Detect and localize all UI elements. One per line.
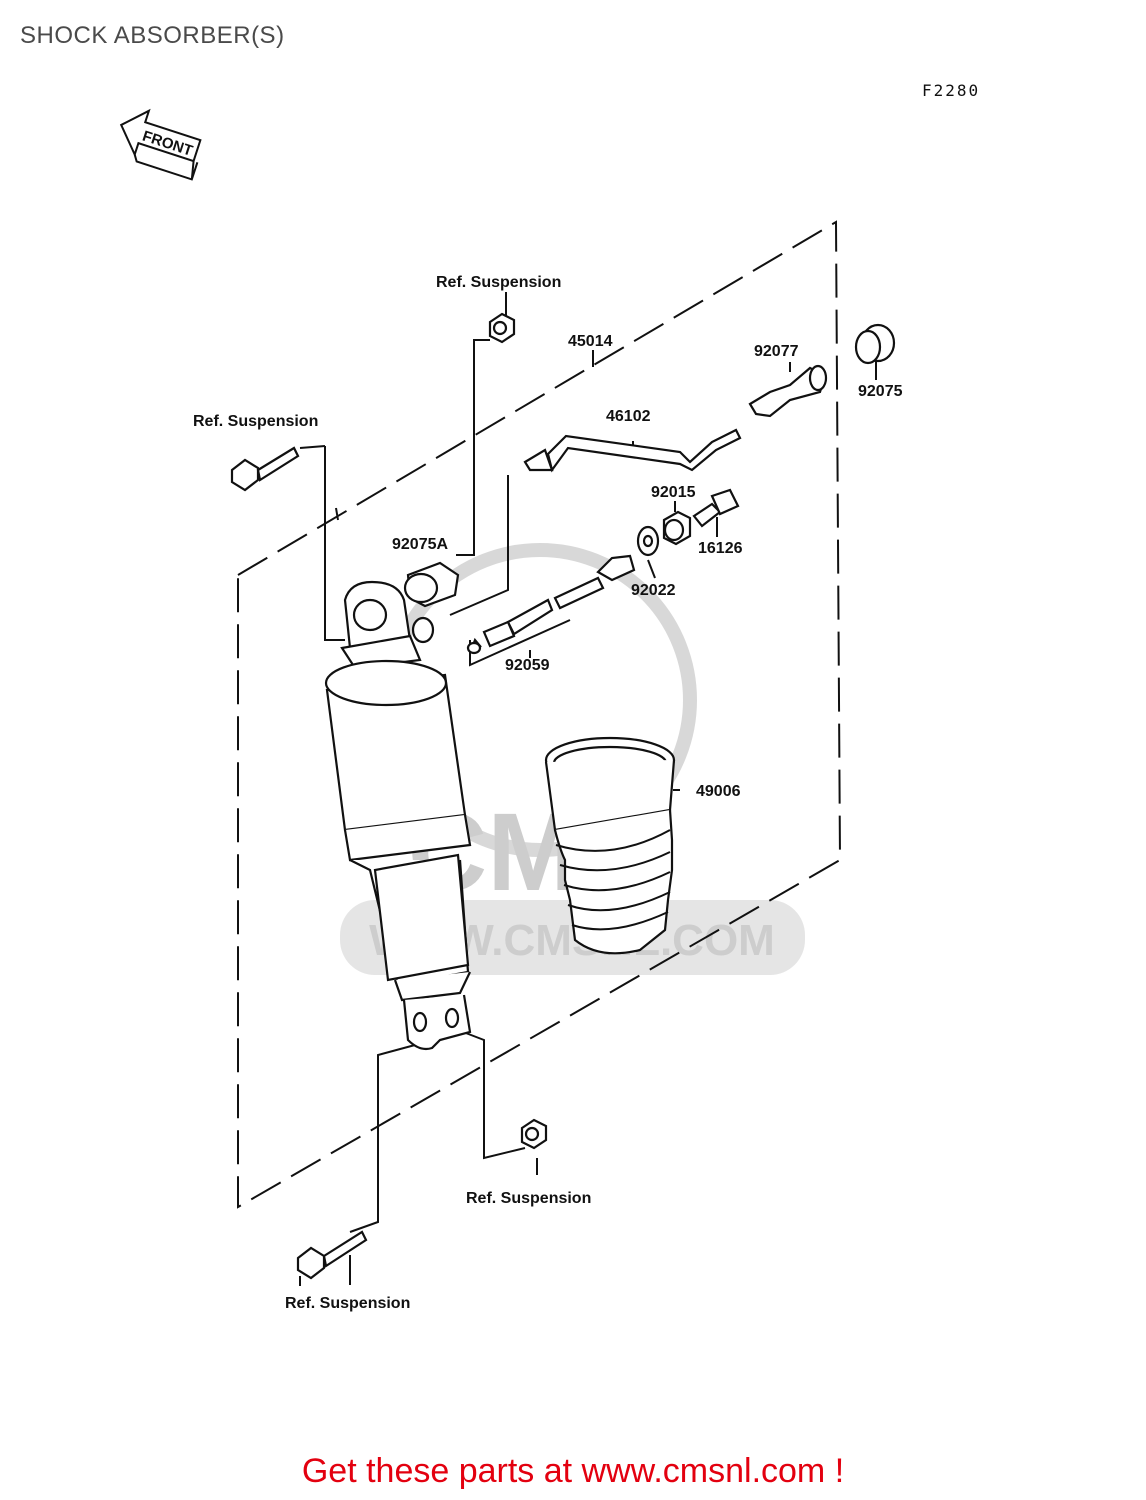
shock-absorber-icon [324, 580, 472, 1051]
front-arrow-icon: FRONT [119, 108, 202, 181]
bushing-92075A-icon [403, 561, 460, 608]
nut-ref-top-icon [488, 312, 516, 344]
callout-49006: 49006 [696, 783, 741, 800]
assembly-outline [237, 220, 842, 1209]
cmsnl-parts-link[interactable]: Get these parts at www.cmsnl.com ! [301, 1452, 845, 1490]
grommet-92075-icon [854, 323, 896, 365]
nut-92015-icon [662, 510, 692, 546]
hose-46102-icon [523, 428, 742, 473]
callout-ref-bottom-right: Ref. Suspension [466, 1190, 591, 1207]
callout-92059: 92059 [505, 657, 550, 674]
callout-46102: 46102 [606, 408, 651, 425]
front-arrow-label: FRONT [140, 128, 194, 160]
nut-ref-bottom-right-icon [520, 1118, 548, 1150]
callout-92075A: 92075A [392, 536, 448, 553]
bolt-ref-left-icon [230, 446, 300, 492]
callout-ref-left: Ref. Suspension [193, 413, 318, 430]
boot-49006-icon [544, 736, 676, 955]
callout-92015: 92015 [651, 484, 696, 501]
valve-16126-icon [692, 488, 740, 528]
washer-92022-icon [636, 525, 660, 557]
fitting-92077-icon [748, 364, 828, 418]
callout-92075: 92075 [858, 383, 903, 400]
callout-45014: 45014 [568, 333, 613, 350]
exploded-parts-diagram: CMS WWW.CMSNL.COM F2280 FRONT [119, 81, 980, 1312]
page-title: SHOCK ABSORBER(S) [20, 22, 285, 49]
adjuster-rod-92059-icon [466, 554, 636, 655]
callout-ref-top: Ref. Suspension [436, 274, 561, 291]
figure-code: F2280 [922, 81, 980, 100]
callout-16126: 16126 [698, 540, 743, 557]
bolt-ref-bottom-left-icon [296, 1230, 368, 1280]
callout-ref-bottom-left: Ref. Suspension [285, 1295, 410, 1312]
callout-92077: 92077 [754, 343, 799, 360]
callout-92022: 92022 [631, 582, 676, 599]
